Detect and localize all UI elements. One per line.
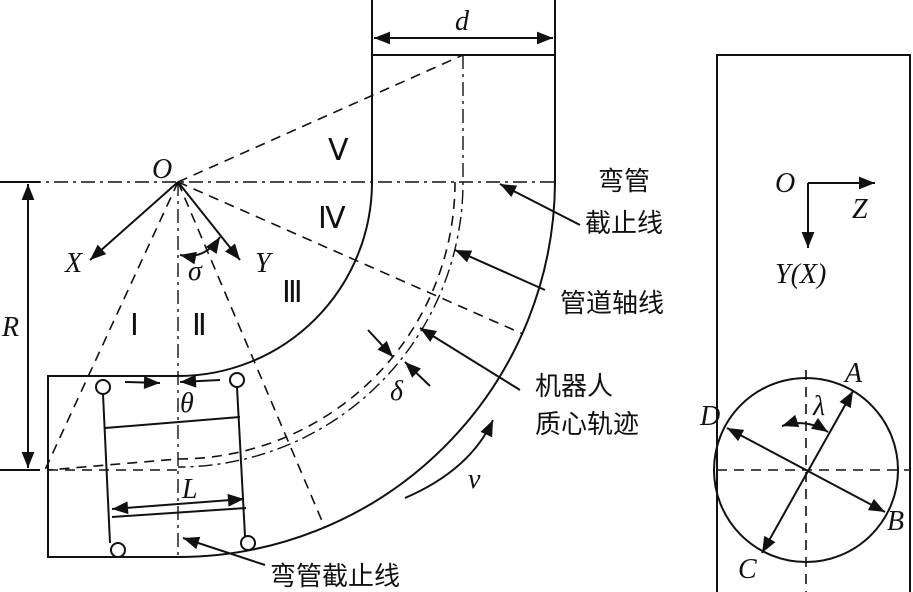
label-d: d: [455, 6, 470, 37]
section-pipe: [716, 54, 911, 592]
label-L: L: [181, 474, 198, 505]
robot: [95, 372, 256, 558]
ray: [43, 181, 179, 473]
lambda-angle-arc: [781, 414, 829, 433]
annotation-bend-cutoff-top: 截止线: [585, 209, 663, 239]
label-YX: Y(X): [775, 259, 826, 290]
label-R: R: [1, 312, 19, 343]
theta-arrow: [179, 374, 221, 388]
label-sigma: σ: [188, 256, 203, 287]
section-view: O Z Y(X) A B C D λ: [699, 54, 911, 592]
ray: [177, 181, 326, 529]
labels: d O X Y σ R θ L δ v Ⅰ Ⅱ Ⅲ Ⅳ Ⅴ 弯管 截止线 管道轴…: [1, 6, 664, 592]
annotation-bend-cutoff-top: 弯管: [598, 167, 650, 197]
y-axis-arrow: [177, 181, 241, 261]
label-Z: Z: [852, 194, 868, 225]
annotation-robot-cm: 机器人: [535, 372, 613, 402]
label-lambda: λ: [812, 391, 825, 422]
delta-arrow: [404, 361, 431, 387]
label-X: X: [64, 248, 83, 279]
label-D: D: [699, 401, 720, 432]
ray: [177, 181, 524, 335]
label-delta: δ: [390, 376, 404, 407]
label-A: A: [843, 358, 863, 389]
leader-arrow: [454, 249, 546, 291]
label-C: C: [738, 554, 757, 585]
label-O: O: [152, 154, 172, 185]
label-Y: Y: [255, 248, 274, 279]
diameter-DB: [726, 427, 886, 513]
x-axis-arrow: [89, 181, 179, 261]
label-O: O: [775, 168, 795, 199]
robot-cm-trajectory: [47, 181, 456, 471]
pipe-axis: [177, 55, 464, 468]
region-5: Ⅴ: [328, 134, 349, 167]
delta-arrow: [367, 329, 394, 358]
leader-arrow: [419, 327, 521, 391]
diameter-AC: [761, 390, 854, 554]
L-dimension: [111, 493, 245, 515]
inner-wall: [47, 54, 556, 558]
leader-arrow: [182, 536, 266, 566]
region-4: Ⅳ: [318, 202, 346, 235]
sigma-angle-arc: [179, 236, 221, 265]
leader-arrow: [499, 183, 581, 226]
region-3: Ⅲ: [282, 276, 303, 309]
velocity-arrow: [404, 419, 494, 499]
ray: [177, 54, 464, 183]
region-2: Ⅱ: [192, 309, 207, 342]
theta-arrow: [124, 376, 161, 389]
label-theta: θ: [180, 388, 194, 419]
annotation-bend-cutoff-bottom: 弯管截止线: [270, 562, 400, 592]
label-B: B: [887, 506, 904, 537]
region-1: Ⅰ: [130, 309, 139, 342]
annotation-pipe-axis: 管道轴线: [560, 289, 664, 319]
label-v: v: [468, 464, 481, 495]
annotation-robot-cm: 质心轨迹: [535, 410, 639, 440]
pipe-bend: [0, 0, 581, 566]
